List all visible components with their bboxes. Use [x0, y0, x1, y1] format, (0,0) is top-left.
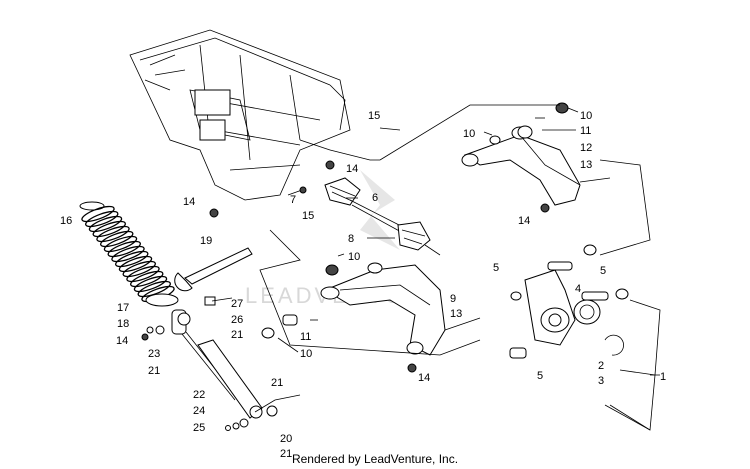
spring-coil [118, 255, 153, 273]
callout-21: 21 [271, 377, 283, 389]
callout-14: 14 [183, 196, 195, 208]
spring-coil [85, 210, 119, 228]
spanner-wrench [174, 247, 253, 292]
callout-1: 1 [660, 371, 666, 383]
callout-19: 19 [200, 235, 212, 247]
callout-18: 18 [117, 318, 129, 330]
spring-coil [81, 205, 115, 223]
spring-coil [126, 265, 160, 283]
callout-14: 14 [518, 215, 530, 227]
spring-coil [100, 230, 134, 248]
spring-coil [107, 240, 141, 258]
shock-absorber [146, 296, 278, 431]
callout-16: 16 [60, 215, 72, 227]
callout-2: 2 [598, 360, 604, 372]
callout-21: 21 [280, 448, 292, 460]
callout-12: 12 [580, 142, 592, 154]
lower-a-arm [261, 262, 481, 356]
spring-coil [103, 235, 138, 253]
callout-4: 4 [575, 283, 581, 295]
callout-5: 5 [493, 262, 499, 274]
callout-11: 11 [580, 125, 591, 137]
callout-10: 10 [348, 251, 360, 263]
callout-20: 20 [280, 433, 292, 445]
spring-coil [122, 260, 156, 278]
knuckle [509, 244, 629, 359]
spring-coil [137, 280, 171, 298]
callout-13: 13 [580, 159, 592, 171]
spring-coil [130, 270, 164, 288]
callout-3: 3 [598, 375, 604, 387]
spring-coil [92, 220, 126, 238]
upper-a-arm [461, 102, 611, 206]
callout-9: 9 [450, 293, 456, 305]
callout-23: 23 [148, 348, 160, 360]
callout-5: 5 [537, 370, 543, 382]
callout-10: 10 [463, 128, 475, 140]
callout-6: 6 [372, 192, 378, 204]
callout-15: 15 [368, 110, 380, 122]
callout-13: 13 [450, 308, 462, 320]
frame-assembly [129, 29, 351, 201]
callout-7: 7 [290, 194, 296, 206]
spring-coil [88, 215, 123, 233]
leader-lines [254, 104, 661, 431]
callout-21: 21 [148, 365, 160, 377]
callouts: 1 2 3 4 5 5 5 6 7 8 9 10 10 10 10 11 11 … [60, 110, 666, 460]
footer-credit: Rendered by LeadVenture, Inc. [291, 452, 459, 466]
callout-15: 15 [302, 210, 314, 222]
callout-24: 24 [193, 405, 205, 417]
callout-10: 10 [300, 348, 312, 360]
callout-22: 22 [193, 389, 205, 401]
callout-17: 17 [117, 302, 129, 314]
callout-5: 5 [600, 265, 606, 277]
callout-14: 14 [116, 335, 128, 347]
callout-11: 11 [300, 331, 311, 343]
spring-coil [133, 275, 168, 293]
callout-25: 25 [193, 422, 205, 434]
callout-26: 26 [231, 314, 243, 326]
callout-8: 8 [348, 233, 354, 245]
callout-14: 14 [418, 372, 430, 384]
spring-coil [111, 245, 145, 263]
spring-coil [96, 225, 130, 243]
coil-spring [79, 201, 179, 307]
callout-14: 14 [346, 163, 358, 175]
spring-coil [115, 250, 149, 268]
callout-27: 27 [231, 298, 243, 310]
fasteners [141, 127, 550, 373]
callout-10: 10 [580, 110, 592, 122]
callout-21: 21 [231, 329, 243, 341]
